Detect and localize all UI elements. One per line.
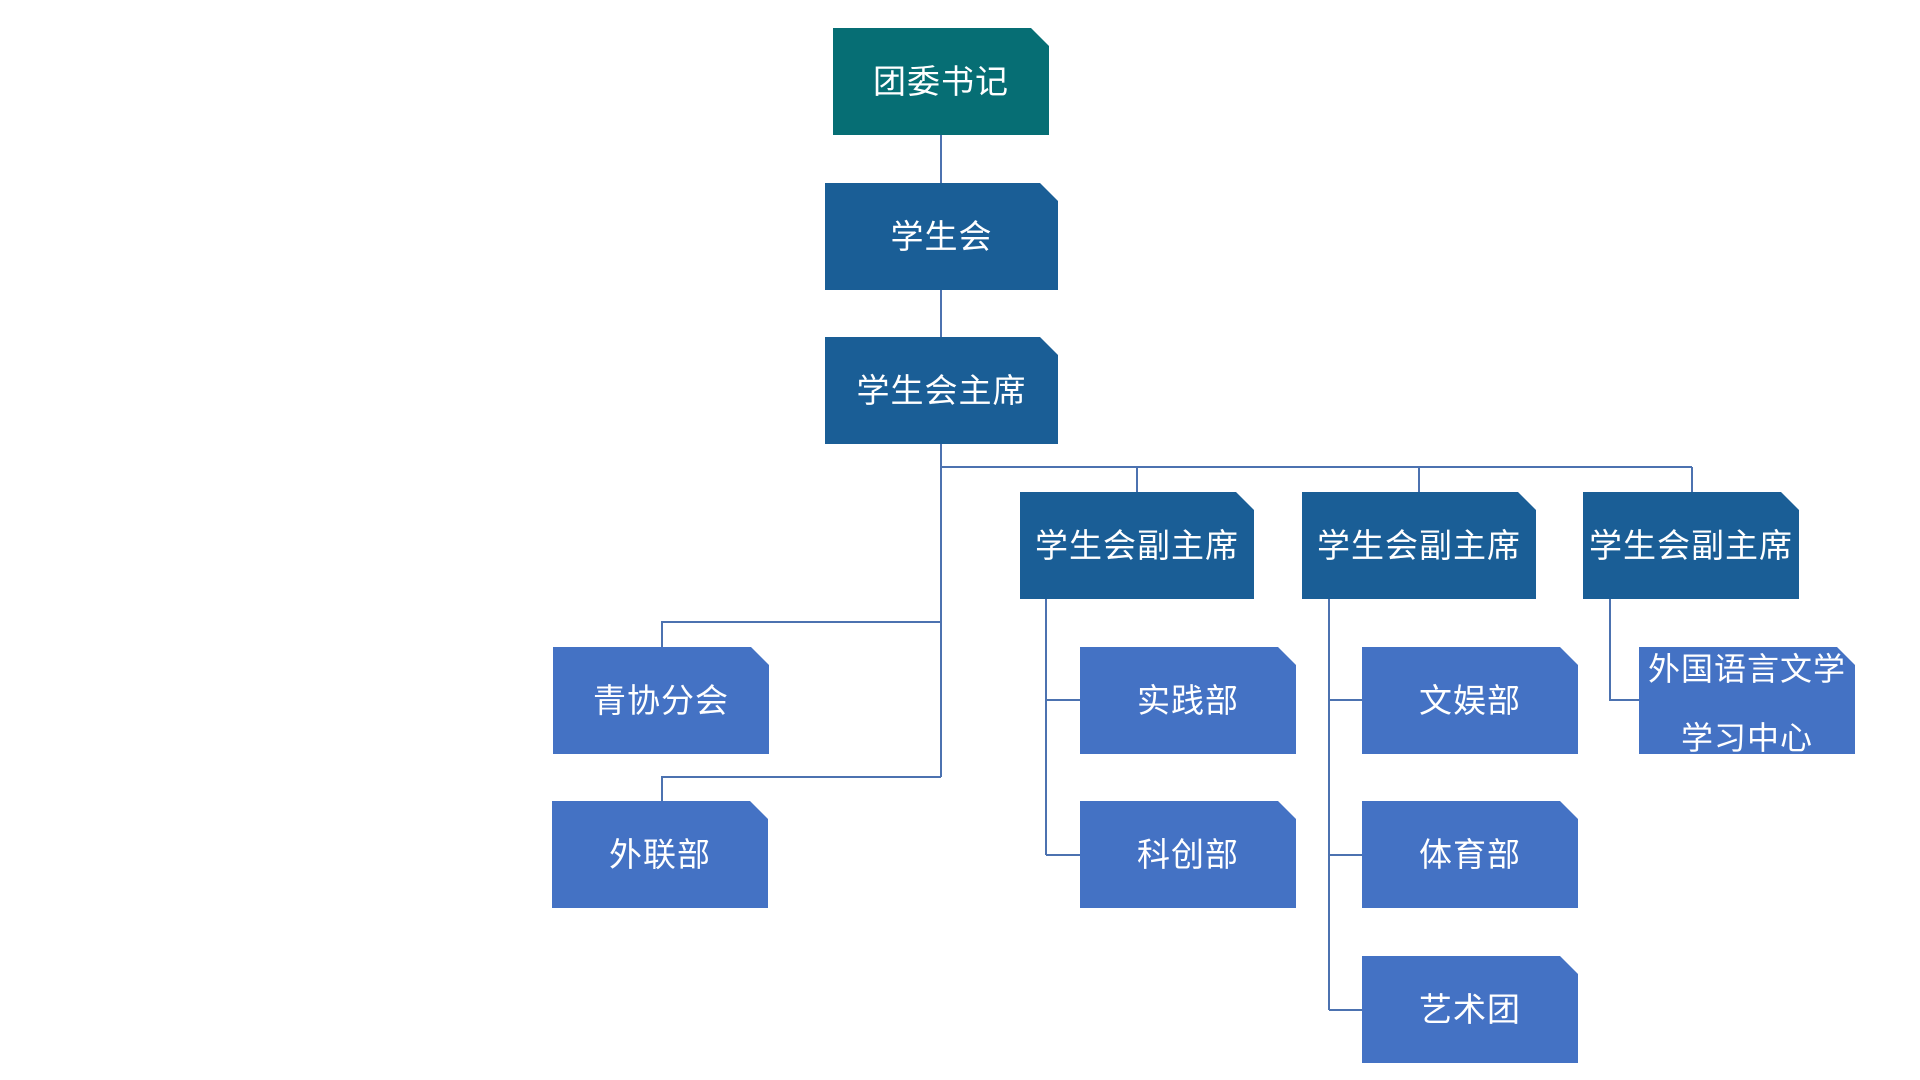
node-tiyu: 体育部 [1362, 801, 1578, 908]
node-wailian: 外联部 [552, 801, 768, 908]
node-foreign-label-line2: 学习中心 [1680, 719, 1813, 757]
node-wenyu-label: 文娱部 [1419, 680, 1521, 720]
node-chairman: 学生会主席 [825, 337, 1058, 444]
node-wenyu: 文娱部 [1362, 647, 1578, 754]
node-vice-chair-3: 学生会副主席 [1583, 492, 1799, 599]
node-foreign-language-center: 外国语言文学 学习中心 [1639, 647, 1855, 754]
connector-vice2-wenyu [1328, 599, 1362, 1010]
connector-trunk-wailian [661, 776, 941, 801]
node-wailian-label: 外联部 [609, 834, 711, 874]
node-foreign-label-line1: 外国语言文学 [1647, 650, 1846, 688]
node-vice-chair-1: 学生会副主席 [1020, 492, 1254, 599]
node-shijian-label: 实践部 [1137, 680, 1239, 720]
connector-vice1-shijian [1045, 599, 1080, 855]
node-vice-chair-1-label: 学生会副主席 [1035, 525, 1239, 565]
node-vice-chair-2-label: 学生会副主席 [1317, 525, 1521, 565]
node-yishu-label: 艺术团 [1419, 989, 1521, 1029]
node-shijian: 实践部 [1080, 647, 1296, 754]
connector-trunk-qingxie [661, 621, 941, 647]
node-qingxie: 青协分会 [553, 647, 769, 754]
node-yishu: 艺术团 [1362, 956, 1578, 1063]
node-vice-chair-3-label: 学生会副主席 [1589, 525, 1793, 565]
node-kechuang: 科创部 [1080, 801, 1296, 908]
node-student-union: 学生会 [825, 183, 1058, 290]
connector-vice3-foreign [1609, 599, 1639, 701]
node-kechuang-label: 科创部 [1137, 834, 1239, 874]
node-student-union-label: 学生会 [890, 216, 993, 256]
node-secretary: 团委书记 [833, 28, 1049, 135]
node-chairman-label: 学生会主席 [856, 370, 1027, 410]
node-secretary-label: 团委书记 [873, 61, 1009, 101]
node-vice-chair-2: 学生会副主席 [1302, 492, 1536, 599]
node-qingxie-label: 青协分会 [593, 680, 729, 720]
node-tiyu-label: 体育部 [1419, 834, 1521, 874]
